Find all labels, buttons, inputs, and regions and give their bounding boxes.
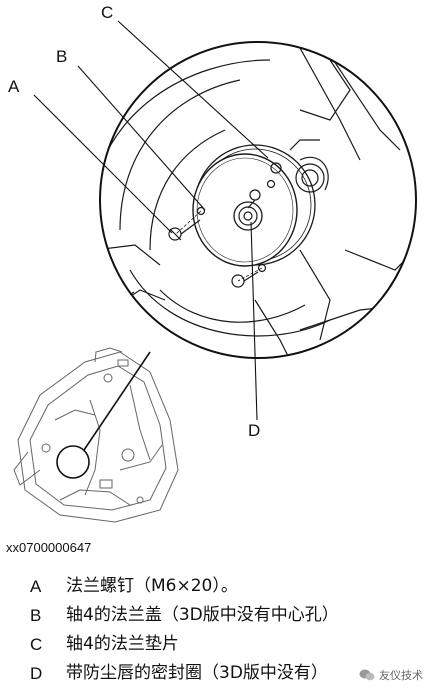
- legend-text: 法兰螺钉（M6×20）。: [66, 576, 238, 596]
- robot-overview-sketch: [13, 347, 179, 523]
- watermark-text: 友仪技术: [379, 669, 423, 682]
- callout-b: B: [56, 47, 68, 66]
- callout-c: C: [101, 3, 114, 22]
- magnified-detail: [99, 41, 417, 359]
- legend-text: 轴4的法兰垫片: [66, 634, 179, 654]
- legend-letter: A: [30, 577, 42, 596]
- legend-item-d: D 带防尘唇的密封圈（3D版中没有）: [30, 659, 430, 688]
- legend-letter: B: [30, 606, 42, 625]
- callout-a: A: [8, 77, 20, 96]
- callout-leaders: [33, 20, 269, 421]
- watermark: 友仪技术: [356, 667, 426, 683]
- legend-item-a: A 法兰螺钉（M6×20）。: [30, 572, 430, 601]
- legend: A 法兰螺钉（M6×20）。 B 轴4的法兰盖（3D版中没有中心孔） C 轴4的…: [30, 572, 430, 688]
- callout-d: D: [248, 421, 261, 440]
- legend-text: 带防尘唇的密封圈（3D版中没有）: [66, 663, 328, 683]
- legend-letter: C: [30, 635, 43, 654]
- exploded-view-figure: [13, 20, 417, 523]
- legend-text: 轴4的法兰盖（3D版中没有中心孔）: [66, 605, 339, 625]
- detail-marker: [56, 445, 90, 479]
- figure-id: xx0700000647: [6, 540, 92, 555]
- wechat-icon: [359, 669, 375, 681]
- detail-leader: [83, 351, 151, 451]
- legend-letter: D: [30, 664, 43, 683]
- legend-item-c: C 轴4的法兰垫片: [30, 630, 430, 659]
- legend-item-b: B 轴4的法兰盖（3D版中没有中心孔）: [30, 601, 430, 630]
